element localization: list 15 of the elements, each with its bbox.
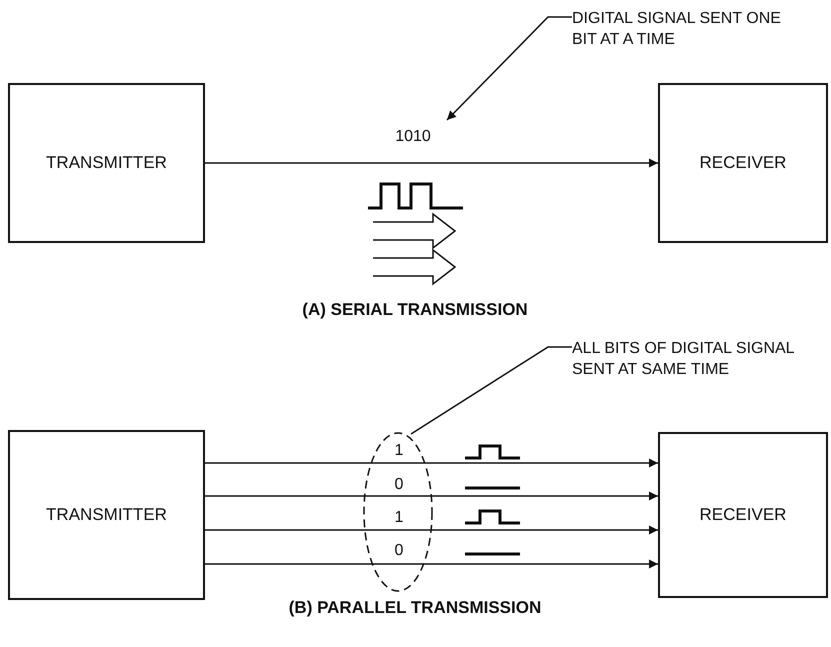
caption: (B) PARALLEL TRANSMISSION	[288, 598, 542, 618]
arrow	[204, 560, 658, 568]
caption: (A) SERIAL TRANSMISSION	[302, 300, 528, 320]
arrow	[204, 492, 658, 500]
callout-text: ALL BITS OF DIGITAL SIGNAL SENT AT SAME TIME	[572, 336, 824, 382]
arrow	[204, 526, 658, 534]
receiver-box: RECEIVER	[658, 432, 828, 598]
arrow	[204, 458, 658, 468]
transmitter-box: TRANSMITTER	[8, 83, 205, 243]
leader-line	[446, 16, 572, 121]
callout-text: DIGITAL SIGNAL SENT ONE BIT AT A TIME	[572, 6, 797, 52]
transmitter-box: TRANSMITTER	[8, 430, 205, 600]
receiver-box: RECEIVER	[658, 83, 828, 243]
leader-line	[410, 346, 572, 435]
arrow	[204, 158, 658, 168]
